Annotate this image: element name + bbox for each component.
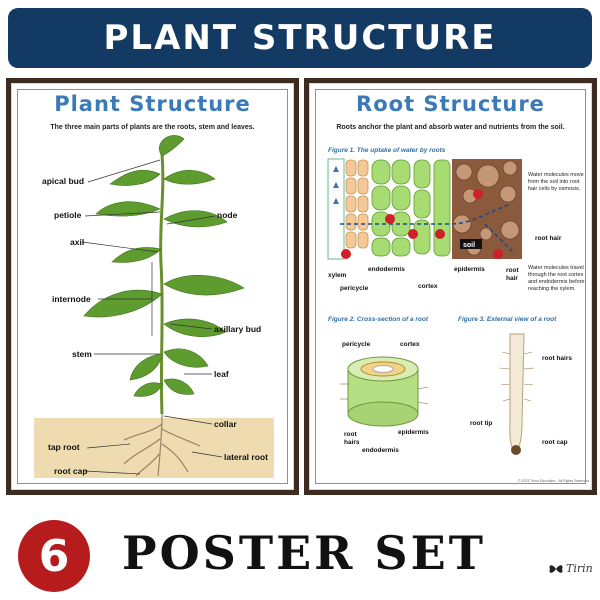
root-diagrams: Figure 1. The uptake of water by roots — [327, 147, 589, 483]
label-root-hair-2a: root — [506, 267, 519, 274]
poster-title: Plant Structure — [54, 92, 251, 116]
label-soil: soil — [463, 242, 475, 249]
poster-footer: © 2023 Tirinu Education · All Rights Res… — [518, 479, 589, 483]
plant-stem — [159, 153, 165, 415]
label-root-hairs-b: hairs — [344, 439, 360, 446]
label-cortex-2: cortex — [400, 341, 420, 348]
label-root-hair: root hair — [535, 235, 562, 242]
poster-plant-structure: Plant Structure The three main parts of … — [11, 83, 294, 490]
label-apical-bud: apical bud — [42, 176, 84, 186]
brand-name: Tirin — [566, 562, 593, 575]
fig1-note2-line1: Water molecules travel — [528, 265, 584, 271]
butterfly-icon — [549, 564, 563, 573]
number-badge-value: 6 — [38, 530, 70, 582]
fig1-note1-line1: Water molecules move — [528, 172, 584, 178]
number-badge: 6 — [18, 520, 90, 592]
plant-illustration: apical bud petiole node axil internode a… — [34, 135, 274, 478]
fig2-caption: Figure 2. Cross-section of a root — [328, 316, 429, 323]
label-epidermis-2: epidermis — [398, 429, 429, 436]
label-tap-root: tap root — [48, 442, 80, 452]
label-petiole: petiole — [54, 210, 82, 220]
label-root-cap-3: root cap — [542, 439, 568, 446]
label-node: node — [217, 210, 238, 220]
poster-border — [315, 89, 586, 484]
fig1-notes: Water molecules move from the soil into … — [528, 172, 585, 292]
label-endodermis: endodermis — [368, 266, 405, 273]
label-internode: internode — [52, 294, 91, 304]
label-root-hairs-a: root — [344, 431, 357, 438]
label-endodermis-2: endodermis — [362, 447, 399, 454]
label-leaf: leaf — [214, 369, 229, 379]
fig1-note2-line3: and endodermis before — [528, 279, 585, 285]
banner-title: PLANT STRUCTURE — [103, 18, 497, 58]
fig2-labels: pericycle cortex root hairs epidermis en… — [342, 341, 429, 454]
label-root-tip: root tip — [470, 420, 492, 427]
soil-band — [34, 418, 274, 478]
fig1-note1-line2: from the soil into root — [528, 179, 580, 185]
poster-root-structure: Root Structure Roots anchor the plant an… — [309, 83, 592, 490]
fig1-caption: Figure 1. The uptake of water by roots — [328, 147, 446, 154]
label-pericycle-2: pericycle — [342, 341, 371, 348]
fig1-note2-line2: through the root cortex — [528, 272, 584, 278]
label-root-hairs-3: root hairs — [542, 355, 572, 362]
label-cortex: cortex — [418, 283, 438, 290]
label-root-cap: root cap — [54, 466, 88, 476]
label-stem: stem — [72, 349, 92, 359]
leader-lines — [81, 159, 223, 475]
poster-set-text: POSTER SET — [122, 526, 486, 580]
plant-roots — [123, 413, 201, 477]
title-banner: PLANT STRUCTURE — [8, 8, 592, 68]
label-lateral-root: lateral root — [224, 452, 268, 462]
label-axil: axil — [70, 237, 84, 247]
fig1-note2-line4: reaching the xylem. — [528, 286, 576, 292]
brand-logo: Tirin — [548, 562, 593, 575]
poster-frame-plant-structure: Plant Structure The three main parts of … — [6, 78, 299, 495]
poster-subtitle: The three main parts of plants are the r… — [50, 124, 255, 131]
label-xylem: xylem — [328, 272, 347, 279]
fig3-diagram — [499, 333, 535, 455]
poster-title: Root Structure — [356, 92, 545, 116]
label-axillary-bud: axillary bud — [214, 324, 261, 334]
fig3-caption: Figure 3. External view of a root — [458, 316, 557, 323]
fig3-labels: root hairs root tip root cap — [470, 355, 572, 446]
fig1-labels: root hair xylem endodermis epidermis roo… — [328, 235, 562, 292]
fig1-diagram: soil — [327, 158, 522, 260]
label-collar: collar — [214, 419, 237, 429]
plant-leaves — [83, 135, 245, 397]
fig2-diagram — [340, 356, 429, 427]
label-epidermis: epidermis — [454, 266, 485, 273]
poster-subtitle: Roots anchor the plant and absorb water … — [336, 124, 565, 131]
label-root-hair-2b: hair — [506, 275, 518, 282]
poster-border — [17, 89, 288, 484]
label-pericycle: pericycle — [340, 285, 369, 292]
fig1-note1-line3: hair cells by osmosis. — [528, 186, 581, 192]
poster-frame-root-structure: Root Structure Roots anchor the plant an… — [304, 78, 597, 495]
